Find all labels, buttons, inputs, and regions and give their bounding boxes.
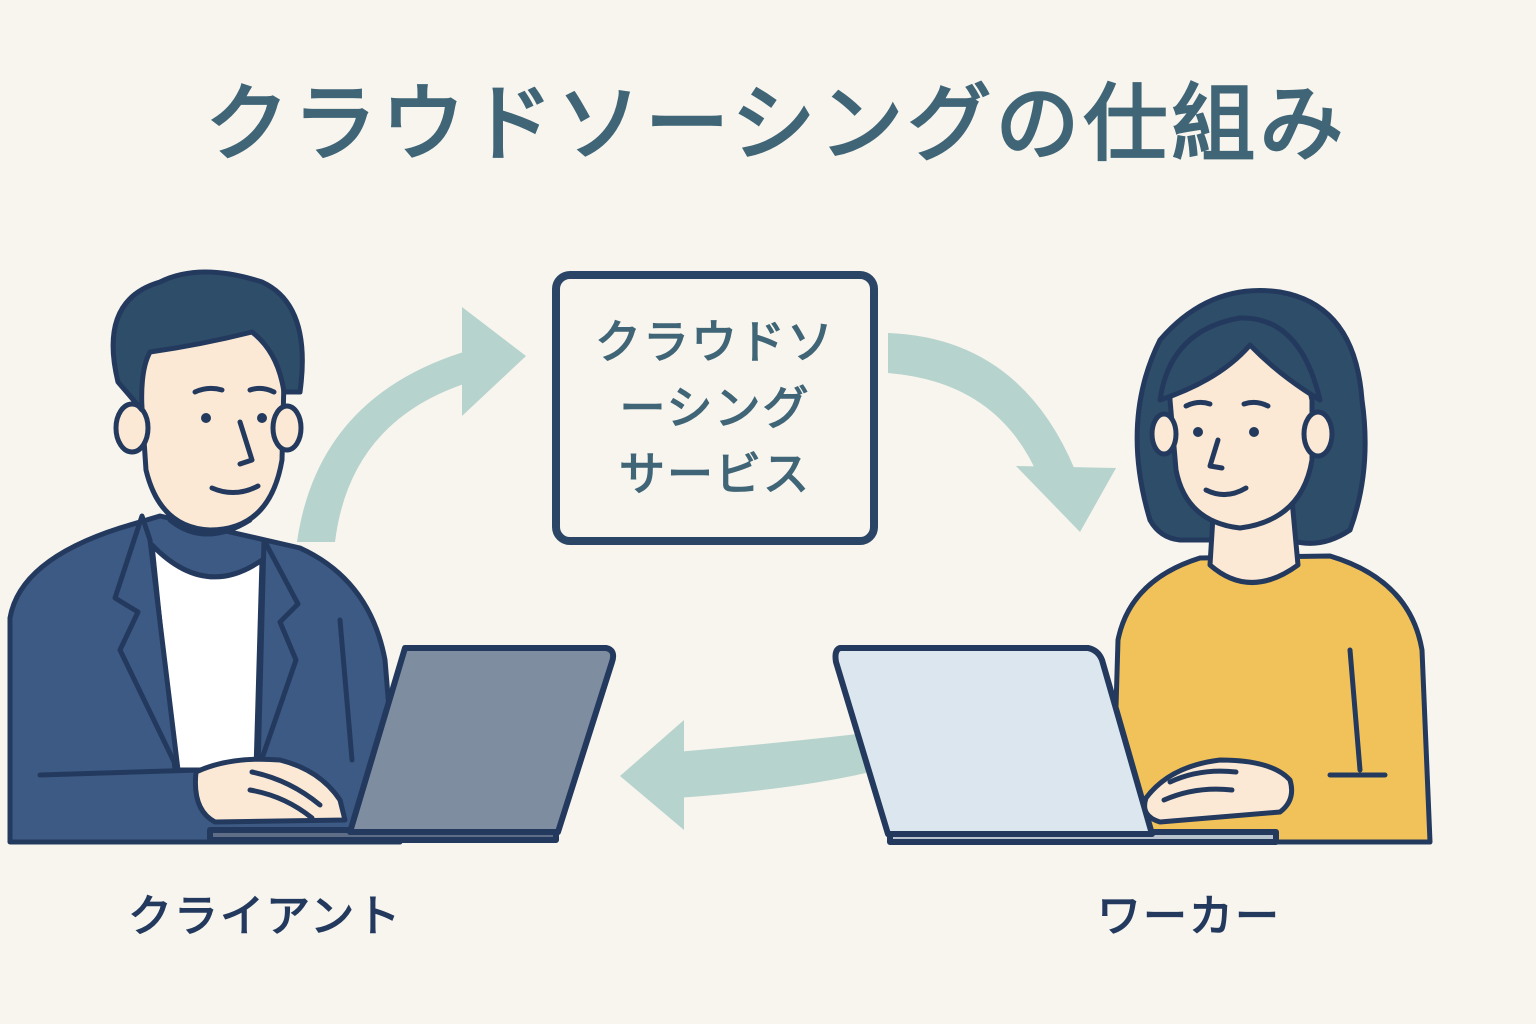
worker-figure [1109,288,1433,845]
service-box: クラウドソ ーシング サービス [552,271,878,545]
worker-laptop-screen [832,645,1155,837]
worker-laptop [832,645,1279,845]
client-lapel-left [112,513,181,773]
flow-arrows [297,307,1116,830]
worker-hand [1142,757,1295,825]
client-ear-right [270,403,304,453]
client-hair [110,269,305,413]
worker-hair-fringe [1157,315,1323,403]
arrow-worker-to-client [620,720,866,830]
worker-ear-right [1301,409,1335,459]
page-title: クラウドソーシングの仕組み [205,75,1348,173]
worker-mouth [1203,485,1249,497]
client-figure [7,269,403,845]
arrow-service-to-worker [888,333,1116,532]
arrow-client-to-service [297,307,526,542]
worker-eye-right [1249,427,1259,437]
client-label: クライアント [128,891,403,942]
worker-eye-left [1193,427,1203,437]
worker-nose [1207,437,1225,471]
client-eye-right [257,413,267,423]
client-mouth [209,483,261,495]
service-label-line-1: クラウドソ [595,315,835,369]
client-laptop [207,645,617,843]
client-ear-left [113,401,151,455]
client-eye-left [201,413,211,423]
client-lapel-right [255,537,301,773]
client-nose [237,419,255,467]
service-label-line-3: サービス [619,447,811,501]
worker-ear-left [1149,411,1179,457]
worker-label: ワーカー [1097,891,1281,942]
client-laptop-screen [347,645,617,835]
client-hand [192,756,348,825]
service-label-line-2: ーシング [619,381,811,435]
